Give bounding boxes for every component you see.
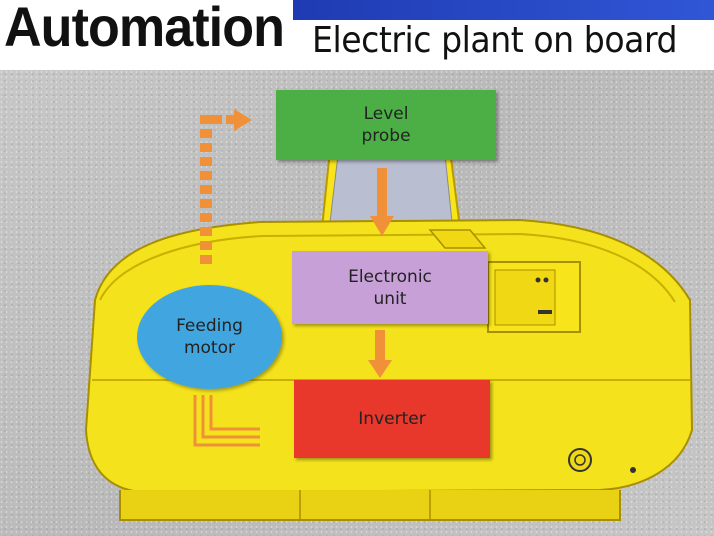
motor-connector (193, 395, 260, 447)
feeding-motor-node: Feeding motor (137, 285, 282, 389)
inverter-box: Inverter (294, 380, 490, 458)
page-subtitle: Electric plant on board (312, 20, 678, 61)
feeding-motor-label: Feeding motor (176, 316, 243, 358)
electronic-unit-box: Electronic unit (292, 251, 488, 324)
power-switch-icon (568, 448, 592, 472)
page-title: Automation (4, 0, 285, 58)
electronic-unit-label: Electronic unit (348, 266, 432, 309)
arrow-motor-to-probe (200, 109, 252, 264)
inverter-label: Inverter (358, 409, 426, 429)
level-probe-label: Level probe (361, 104, 411, 146)
header-accent-band (293, 0, 714, 20)
arrow-unit-to-inverter (375, 330, 385, 362)
hopper-window (329, 154, 453, 223)
level-probe-box: Level probe (276, 90, 496, 160)
arrow-probe-to-unit (377, 168, 387, 218)
